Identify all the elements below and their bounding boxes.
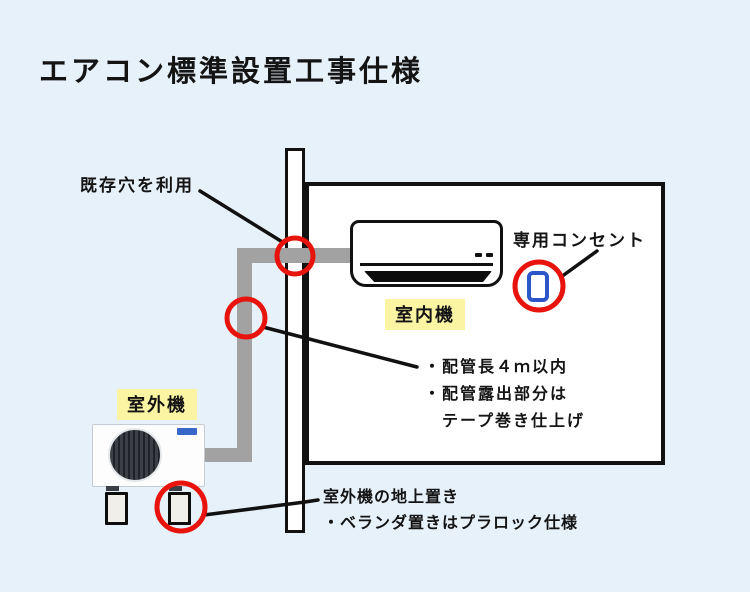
indoor-unit-illustration	[350, 220, 503, 287]
pipe-horizontal-bottom	[203, 448, 252, 462]
outdoor-unit-label: 室外機	[117, 389, 197, 420]
piping-note-tape: テープ巻き仕上げ	[442, 413, 586, 430]
wall-pillar	[285, 148, 305, 533]
outdoor-unit-brand-badge	[177, 428, 197, 435]
leader-line-existing-hole	[198, 189, 286, 245]
ground-note-title: 室外機の地上置き	[323, 489, 460, 506]
piping-notes: ・配管長４ｍ以内 ・配管露出部分は テープ巻き仕上げ	[424, 354, 585, 435]
ground-note-veranda: ・ベランダ置きはプラロック仕様	[323, 515, 579, 532]
mounting-block-left	[105, 492, 128, 525]
mounting-block-right	[168, 492, 191, 525]
pipe-horizontal-top	[237, 248, 353, 263]
indoor-unit-indicator-dash	[486, 253, 493, 257]
existing-hole-label: 既存穴を利用	[80, 176, 194, 195]
indoor-unit-panel-line	[360, 263, 493, 266]
outdoor-unit-foot	[169, 486, 182, 491]
outdoor-unit-fan-grille	[108, 428, 162, 482]
outdoor-unit-illustration	[92, 424, 205, 491]
dedicated-outlet-label: 専用コンセント	[513, 231, 646, 250]
power-outlet-icon	[527, 271, 549, 302]
pipe-vertical	[237, 248, 252, 461]
indoor-unit-vent	[364, 271, 492, 282]
outdoor-unit-foot	[106, 486, 119, 491]
indoor-unit-label: 室内機	[385, 299, 465, 330]
piping-note-exposed: ・配管露出部分は	[424, 386, 569, 403]
ground-placement-notes: 室外機の地上置き ・ベランダ置きはプラロック仕様	[323, 485, 578, 537]
indoor-unit-indicator-dash	[475, 253, 482, 257]
piping-note-length: ・配管長４ｍ以内	[424, 359, 569, 376]
page-title: エアコン標準設置工事仕様	[39, 56, 424, 88]
